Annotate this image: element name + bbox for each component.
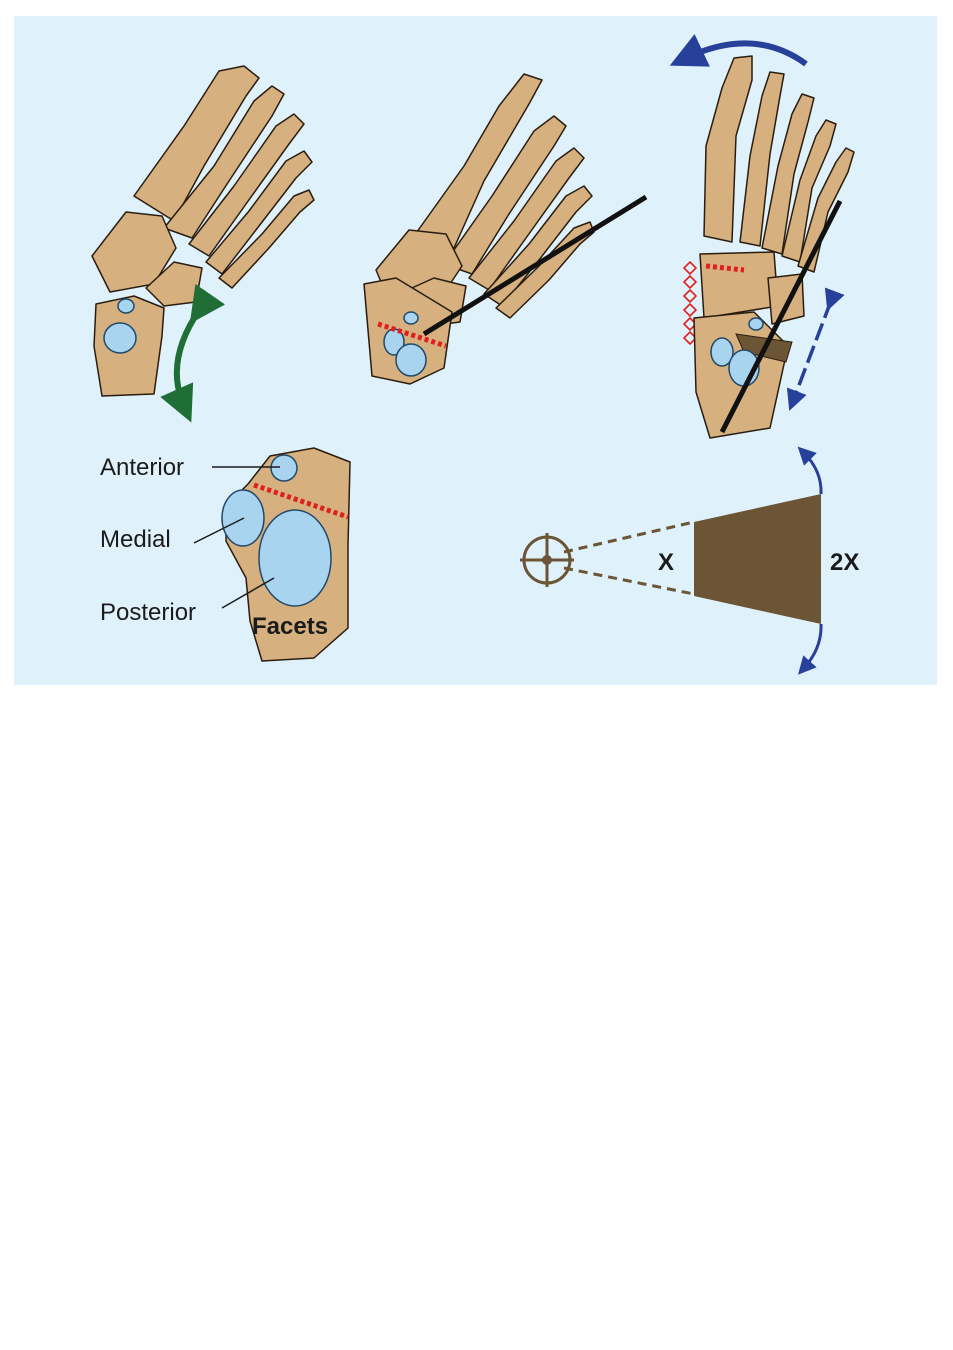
metatarsal-bones (133, 65, 315, 289)
foot-panel-corrected (669, 34, 855, 439)
cuneiform-bone (91, 211, 177, 293)
anterior-facet (117, 298, 135, 314)
posterior-label: Posterior (100, 599, 196, 626)
anterior-facet (403, 311, 419, 325)
wedge-ray-top (563, 520, 695, 554)
posterior-leader (221, 577, 275, 609)
posterior-facet (258, 509, 332, 607)
osteotomy-line (705, 263, 745, 273)
facets-label: Facets (252, 613, 328, 640)
anterior-label: Anterior (100, 454, 184, 481)
medial-facet (710, 337, 734, 367)
wedge-large-label: 2X (830, 549, 859, 576)
posterior-facet (395, 343, 427, 377)
wedge-small-label: X (658, 549, 674, 576)
double-arrow-icon (786, 287, 845, 411)
saw-line (719, 199, 843, 434)
middle-facet (103, 322, 137, 354)
anterior-facet (748, 317, 764, 331)
cuneiform-bone (699, 251, 779, 319)
calcaneus-bone (363, 277, 453, 385)
osteotomy-line (377, 321, 447, 349)
curved-arrow-icon (797, 623, 823, 675)
metatarsal-bones (703, 55, 855, 273)
anterior-facet (270, 454, 298, 482)
foot-panel-osteotomy (363, 73, 648, 385)
wedge-diagram: X 2X (520, 446, 859, 675)
facets-detail: Anterior Medial Posterior Facets (100, 447, 351, 662)
wedge-shape (694, 494, 821, 624)
double-arrow-icon (160, 283, 226, 423)
wedge-ray-bottom (563, 566, 695, 596)
curved-arrow-icon (797, 446, 823, 495)
foot-panel-normal (91, 65, 315, 423)
medial-label: Medial (100, 526, 171, 553)
medial-leader (193, 517, 245, 544)
osteotomy-line (253, 482, 349, 520)
foot-osteotomy-diagram: Anterior Medial Posterior Facets X 2X (91, 34, 859, 675)
curved-arrow-icon (669, 34, 808, 67)
figure-panel: Anterior Medial Posterior Facets X 2X (14, 16, 937, 685)
saw-line (422, 194, 648, 337)
crosshair-pivot-icon (520, 533, 574, 587)
